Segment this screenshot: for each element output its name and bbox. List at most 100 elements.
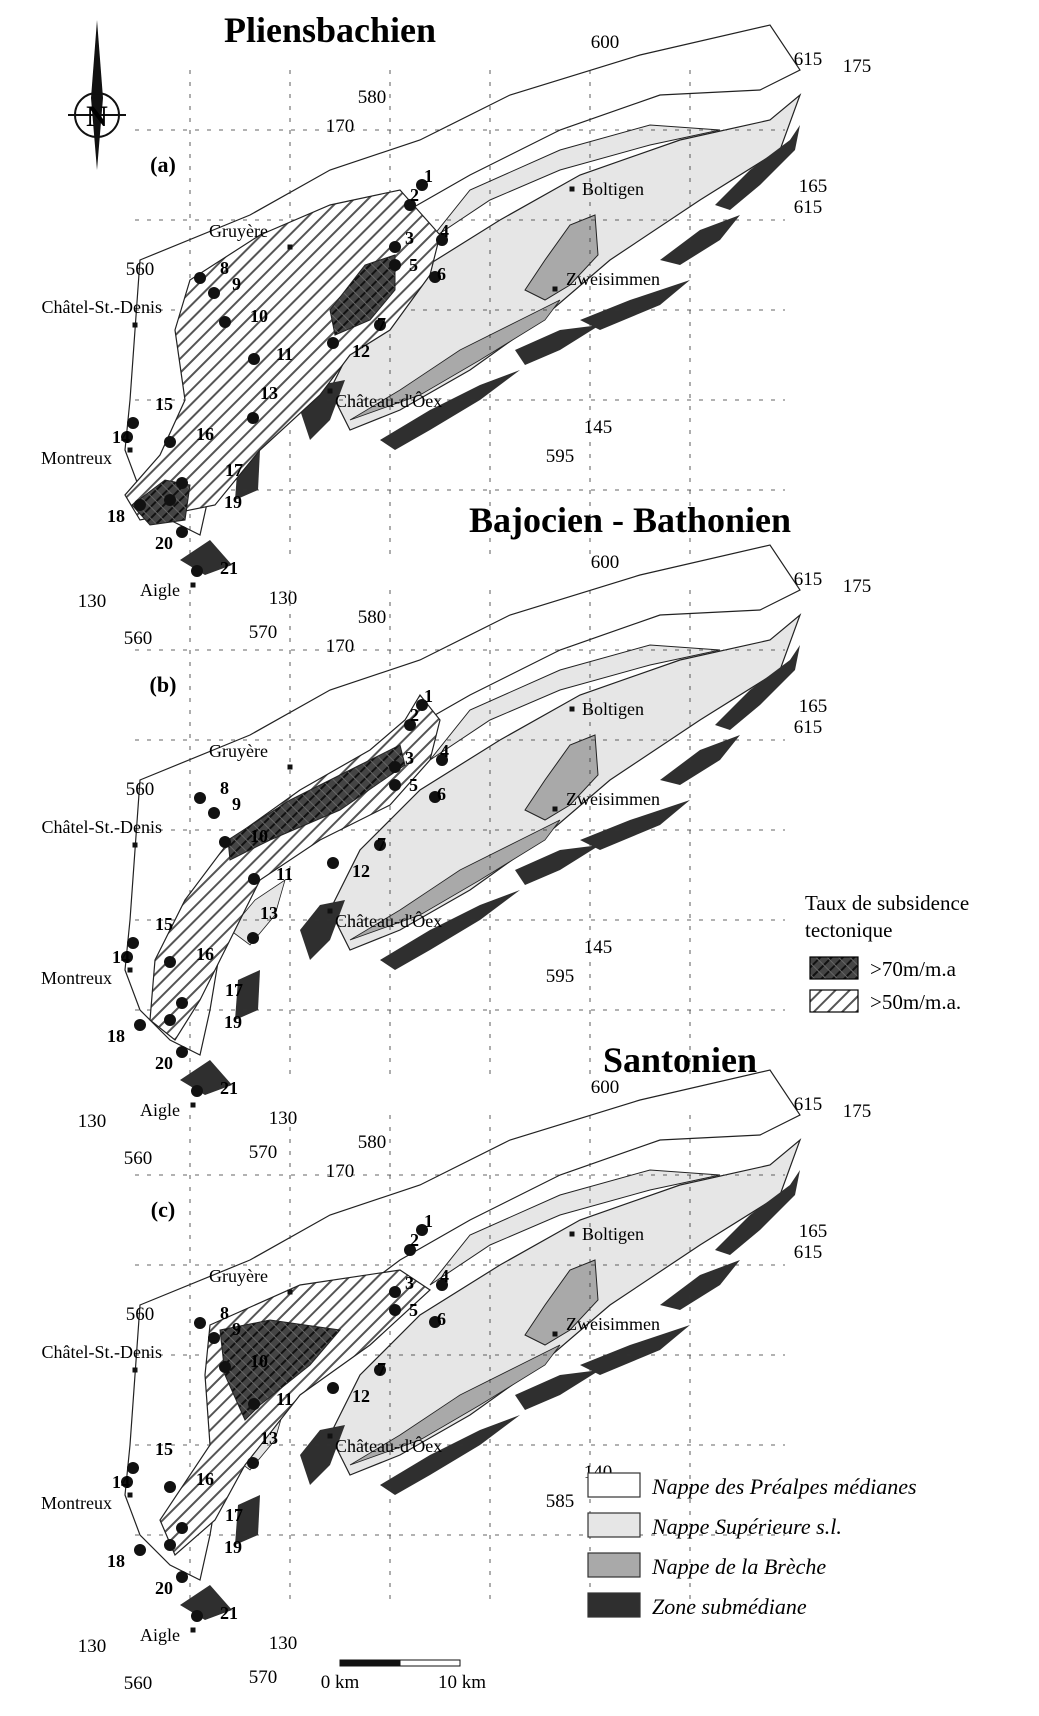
site-dot <box>164 494 176 506</box>
site-number: 15 <box>155 1439 173 1459</box>
map-panel-3: Santonien(c)6006151755801701656155601405… <box>41 1040 871 1694</box>
place-name: Château-d'Ôex <box>335 1435 442 1456</box>
coordinate-label: 595 <box>546 966 575 987</box>
site-number: 17 <box>225 460 243 480</box>
site-number: 12 <box>352 1386 370 1406</box>
site-dot <box>127 937 139 949</box>
coordinate-label: 175 <box>843 1101 872 1122</box>
subsidence-medium-swatch <box>809 989 859 1013</box>
place-name: Château-d'Ôex <box>335 910 442 931</box>
panel-letter: (c) <box>151 1197 175 1222</box>
place-name: Boltigen <box>582 179 644 199</box>
coordinate-label: 560 <box>126 779 155 800</box>
place-name: Aigle <box>140 580 180 600</box>
coordinate-label: 130 <box>269 588 298 609</box>
site-number: 10 <box>250 1351 268 1371</box>
site-number: 21 <box>220 1603 238 1623</box>
place-name: Château-d'Ôex <box>335 390 442 411</box>
coordinate-label: 130 <box>269 1108 298 1129</box>
subsidence-legend: Taux de subsidence tectonique >70m/m.a >… <box>805 891 969 1014</box>
place-marker <box>190 1627 196 1633</box>
subsidence-zone-high <box>227 744 406 861</box>
site-number: 16 <box>196 1469 214 1489</box>
subsidence-zone-high <box>219 1319 341 1421</box>
unit-label: Zone submédiane <box>652 1594 807 1619</box>
site-dot <box>121 431 133 443</box>
site-dot <box>416 699 428 711</box>
place-marker <box>569 186 575 192</box>
site-number: 18 <box>107 1026 125 1046</box>
site-number: 4 <box>440 741 449 761</box>
scale-bar-start: 0 km <box>321 1672 360 1693</box>
place-marker <box>287 244 293 250</box>
unit-label: Nappe Supérieure s.l. <box>651 1514 842 1539</box>
site-number: 1 <box>424 1211 433 1231</box>
site-dot <box>374 1364 386 1376</box>
scale-bar-black-segment <box>339 1659 401 1667</box>
site-dot <box>164 1481 176 1493</box>
place-marker <box>327 908 333 914</box>
place-marker <box>552 1331 558 1337</box>
site-dot <box>219 1361 231 1373</box>
place-marker <box>287 764 293 770</box>
site-dot <box>191 1085 203 1097</box>
place-marker <box>190 1102 196 1108</box>
site-number: 19 <box>224 1537 242 1557</box>
coordinate-label: 570 <box>249 1667 278 1688</box>
site-dot <box>389 761 401 773</box>
coordinate-label: 570 <box>249 622 278 643</box>
coordinate-label: 145 <box>584 937 613 958</box>
place-marker <box>127 1492 133 1498</box>
site-number: 16 <box>196 424 214 444</box>
site-number: 14 <box>112 947 130 967</box>
unit-label: Nappe des Préalpes médianes <box>651 1474 917 1499</box>
coordinate-label: 560 <box>124 628 153 649</box>
place-name: Montreux <box>41 448 112 468</box>
site-dot <box>191 1610 203 1622</box>
site-dot <box>219 836 231 848</box>
site-dot <box>436 1279 448 1291</box>
site-number: 10 <box>250 306 268 326</box>
site-number: 21 <box>220 558 238 578</box>
coordinate-label: 130 <box>78 1111 107 1132</box>
site-number: 1 <box>424 686 433 706</box>
coordinate-label: 170 <box>326 636 355 657</box>
site-number: 1 <box>424 166 433 186</box>
place-name: Zweisimmen <box>566 269 660 289</box>
north-arrow-label: N <box>86 100 108 133</box>
site-number: 8 <box>220 778 229 798</box>
subsidence-zone-high <box>329 254 396 336</box>
place-marker <box>569 1231 575 1237</box>
coordinate-label: 600 <box>591 1077 620 1098</box>
site-number: 9 <box>232 1319 241 1339</box>
place-name: Boltigen <box>582 1224 644 1244</box>
site-dot <box>247 932 259 944</box>
coordinate-label: 615 <box>794 1242 823 1263</box>
site-dot <box>327 857 339 869</box>
site-dot <box>219 316 231 328</box>
place-name: Boltigen <box>582 699 644 719</box>
site-number: 11 <box>276 1389 293 1409</box>
place-marker <box>132 322 138 328</box>
coordinate-label: 130 <box>78 1636 107 1657</box>
site-dot <box>389 259 401 271</box>
coordinate-label: 615 <box>794 717 823 738</box>
coordinate-label: 165 <box>799 1221 828 1242</box>
scale-bar: 0 km 10 km <box>321 1659 486 1693</box>
unit-swatch <box>587 1512 641 1538</box>
place-name: Montreux <box>41 968 112 988</box>
site-dot <box>134 499 146 511</box>
coordinate-label: 130 <box>269 1633 298 1654</box>
coordinate-label: 600 <box>591 552 620 573</box>
place-marker <box>132 1367 138 1373</box>
site-number: 13 <box>260 383 278 403</box>
site-number: 14 <box>112 427 130 447</box>
site-dot <box>429 1316 441 1328</box>
site-number: 7 <box>377 314 386 334</box>
site-number: 13 <box>260 1428 278 1448</box>
unit-swatch <box>587 1592 641 1618</box>
site-number: 15 <box>155 394 173 414</box>
site-dot <box>164 956 176 968</box>
site-number: 4 <box>440 221 449 241</box>
